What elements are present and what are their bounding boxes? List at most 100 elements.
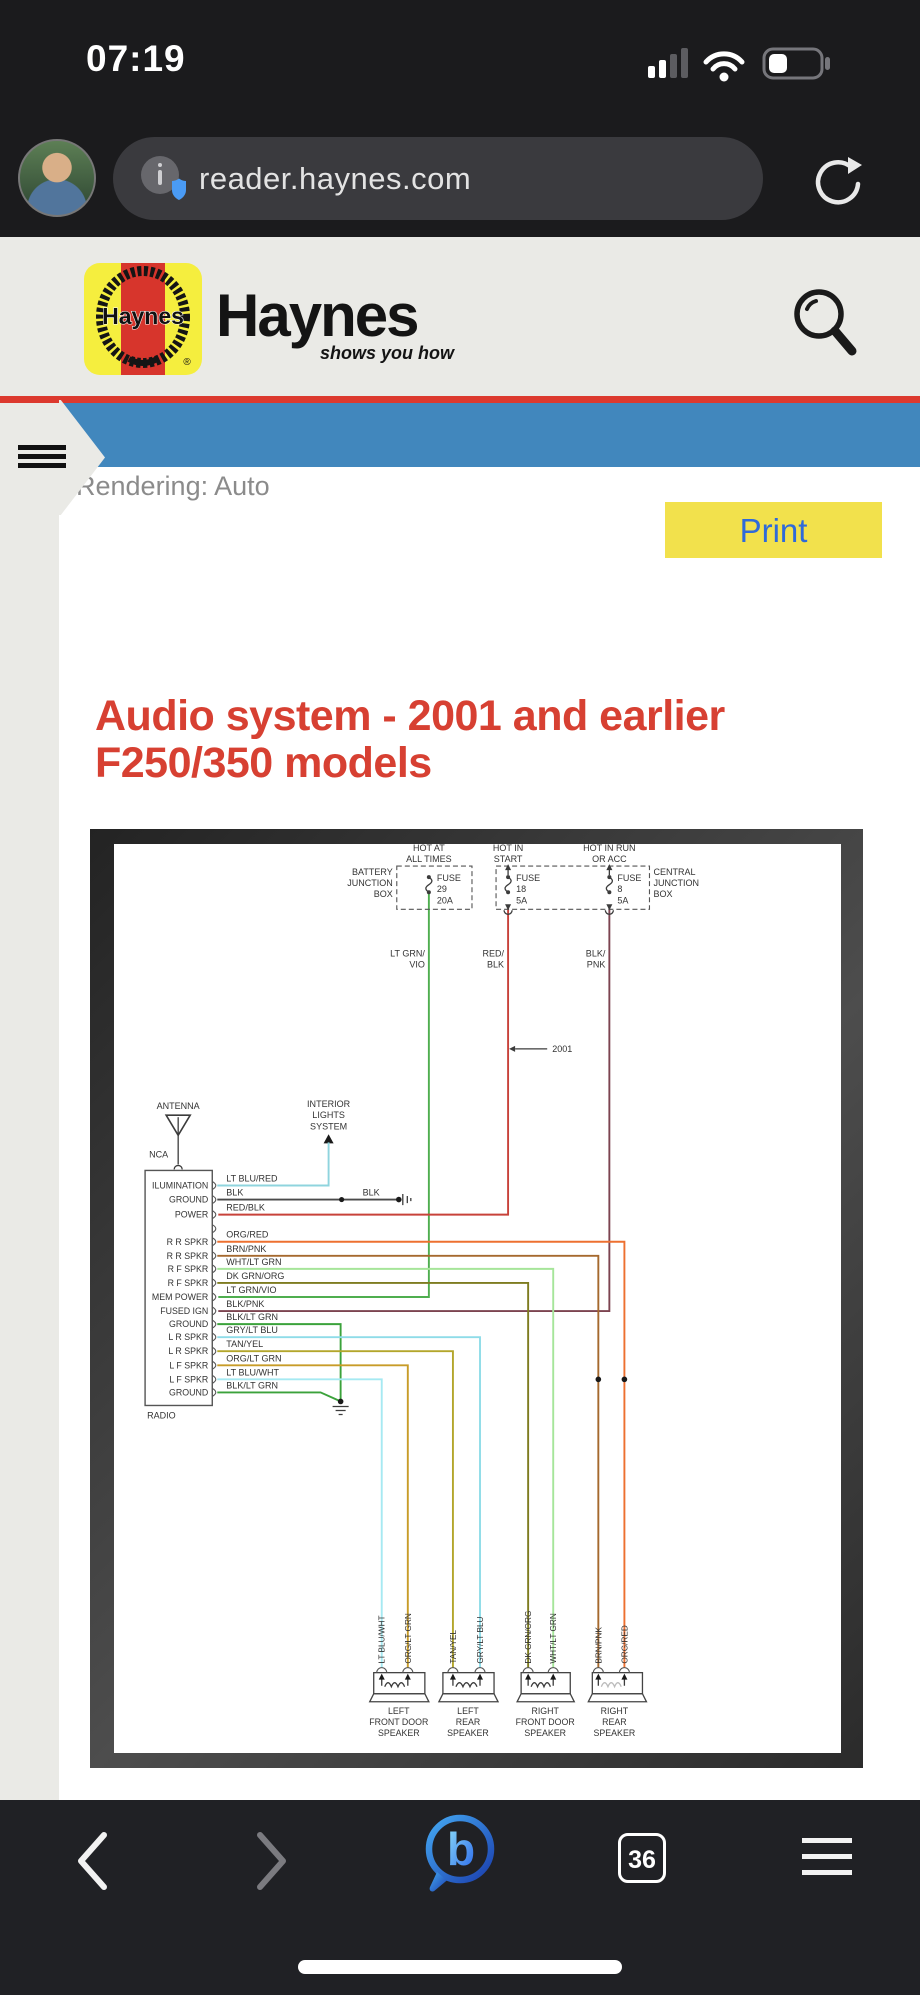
svg-text:ORG/RED: ORG/RED — [620, 1625, 629, 1663]
svg-text:DK GRN/ORG: DK GRN/ORG — [226, 1271, 284, 1281]
svg-text:ALL TIMES: ALL TIMES — [406, 854, 452, 864]
wire-blk-lt-grn-b — [217, 1391, 340, 1402]
svg-text:JUNCTION: JUNCTION — [653, 878, 699, 888]
svg-text:TAN/YEL: TAN/YEL — [226, 1339, 263, 1349]
back-icon[interactable] — [72, 1830, 112, 1892]
svg-text:R R SPKR: R R SPKR — [167, 1237, 209, 1247]
forward-icon[interactable] — [252, 1830, 292, 1892]
svg-text:REAR: REAR — [456, 1717, 481, 1727]
svg-text:ORG/RED: ORG/RED — [226, 1230, 269, 1240]
svg-text:SPEAKER: SPEAKER — [594, 1728, 636, 1738]
home-indicator[interactable] — [298, 1960, 622, 1974]
svg-text:LEFT: LEFT — [457, 1706, 479, 1716]
battery-icon — [762, 47, 830, 80]
rendering-status: Rendering: Auto — [76, 471, 270, 501]
svg-text:L F SPKR: L F SPKR — [169, 1360, 208, 1370]
svg-text:SPEAKER: SPEAKER — [447, 1728, 489, 1738]
svg-text:FUSE: FUSE — [617, 873, 641, 883]
brand-tagline: shows you how — [320, 343, 455, 363]
svg-text:5A: 5A — [617, 895, 628, 905]
navbar-menu-icon[interactable] — [802, 1838, 852, 1886]
logo-wreath: Haynes ® — [96, 266, 191, 368]
wire-blk-pnk — [218, 908, 611, 1313]
svg-text:HOT IN: HOT IN — [493, 844, 523, 853]
bottom-navbar: b 36 — [0, 1800, 920, 1995]
wire-org-lt-grn — [217, 1364, 409, 1668]
print-button[interactable]: Print — [665, 502, 882, 558]
svg-text:GROUND: GROUND — [169, 1195, 208, 1205]
svg-text:LT GRN/: LT GRN/ — [390, 948, 425, 958]
svg-text:FUSED IGN: FUSED IGN — [160, 1306, 208, 1316]
svg-text:GROUND: GROUND — [169, 1387, 208, 1397]
avatar[interactable] — [18, 139, 96, 217]
battery-junction-box — [396, 865, 473, 910]
svg-text:DK GRN/ORG: DK GRN/ORG — [524, 1611, 533, 1664]
wire-lt-grn-vio — [218, 892, 430, 1298]
svg-text:b: b — [447, 1823, 475, 1875]
speaker-right-rear: RIGHT REAR SPEAKER — [587, 1667, 648, 1738]
svg-text:VIO: VIO — [409, 960, 425, 970]
svg-text:FUSE: FUSE — [437, 873, 461, 883]
svg-text:8: 8 — [617, 884, 622, 894]
svg-text:BLK: BLK — [226, 1188, 243, 1198]
wire-lt-blu-wht — [217, 1378, 383, 1668]
svg-text:SPEAKER: SPEAKER — [378, 1728, 420, 1738]
brand-title[interactable]: Haynes — [216, 282, 419, 349]
svg-text:®: ® — [183, 357, 191, 368]
divider-red — [0, 396, 920, 403]
svg-text:LT BLU/WHT: LT BLU/WHT — [226, 1367, 279, 1377]
fuse-18: FUSE 18 5A — [503, 864, 540, 915]
svg-text:BLK: BLK — [363, 1188, 380, 1198]
wifi-icon — [703, 51, 745, 82]
svg-text:HOT IN RUN: HOT IN RUN — [583, 844, 635, 853]
wire-wht-lt-grn — [217, 1267, 555, 1668]
svg-text:WHT/LT GRN: WHT/LT GRN — [549, 1613, 558, 1663]
site-header: Haynes ® Haynes shows you how — [0, 237, 920, 396]
svg-text:5A: 5A — [516, 895, 527, 905]
svg-text:ORG/LT GRN: ORG/LT GRN — [404, 1613, 413, 1663]
wire-gry-lt-blu — [217, 1336, 481, 1668]
svg-text:MEM POWER: MEM POWER — [152, 1292, 208, 1302]
url-bar[interactable]: reader.haynes.com — [113, 137, 763, 220]
svg-text:FUSE: FUSE — [516, 873, 540, 883]
browser-chrome: 07:19 reader.haynes.com — [0, 0, 920, 237]
svg-text:BLK/PNK: BLK/PNK — [226, 1299, 264, 1309]
svg-text:R F SPKR: R F SPKR — [168, 1278, 209, 1288]
info-shield-icon[interactable] — [139, 153, 186, 205]
central-junction-box — [495, 865, 651, 910]
wire-blk-lt-grn-a — [217, 1323, 342, 1400]
fuse-8: FUSE 8 5A — [604, 864, 641, 915]
svg-text:BLK: BLK — [487, 960, 504, 970]
svg-text:BRN/PNK: BRN/PNK — [594, 1627, 603, 1664]
ground-symbol — [332, 1398, 349, 1416]
left-rail — [0, 403, 59, 1800]
status-time: 07:19 — [86, 38, 186, 79]
svg-text:GRY/LT BLU: GRY/LT BLU — [226, 1325, 278, 1335]
wire-lt-blu-red — [217, 1142, 330, 1187]
svg-text:BLK/LT GRN: BLK/LT GRN — [226, 1380, 278, 1390]
reload-button[interactable] — [810, 155, 868, 213]
wiring-diagram-frame: HOT AT ALL TIMES HOT IN START HOT IN RUN… — [90, 829, 863, 1768]
svg-text:JUNCTION: JUNCTION — [347, 878, 393, 888]
svg-text:START: START — [494, 854, 523, 864]
toolbar-blue-bar — [59, 403, 920, 467]
svg-text:BATTERY: BATTERY — [352, 867, 393, 877]
svg-text:20A: 20A — [437, 895, 453, 905]
svg-text:OR ACC: OR ACC — [592, 854, 627, 864]
svg-text:LIGHTS: LIGHTS — [312, 1110, 345, 1120]
bing-icon[interactable]: b — [415, 1808, 503, 1902]
wire-red-blk — [218, 908, 510, 1216]
tabs-button[interactable]: 36 — [618, 1833, 666, 1883]
svg-text:18: 18 — [516, 884, 526, 894]
svg-text:POWER: POWER — [175, 1210, 208, 1220]
svg-text:L F SPKR: L F SPKR — [169, 1374, 208, 1384]
wiring-diagram: HOT AT ALL TIMES HOT IN START HOT IN RUN… — [114, 843, 841, 1753]
svg-text:CENTRAL: CENTRAL — [653, 867, 695, 877]
svg-text:LT BLU/RED: LT BLU/RED — [226, 1173, 278, 1183]
antenna-symbol: ANTENNA NCA — [149, 1101, 200, 1170]
menu-icon[interactable] — [18, 445, 66, 468]
haynes-logo[interactable]: Haynes ® — [84, 263, 202, 375]
svg-text:29: 29 — [437, 884, 447, 894]
svg-text:RIGHT: RIGHT — [531, 1706, 559, 1716]
search-icon[interactable] — [786, 283, 862, 359]
